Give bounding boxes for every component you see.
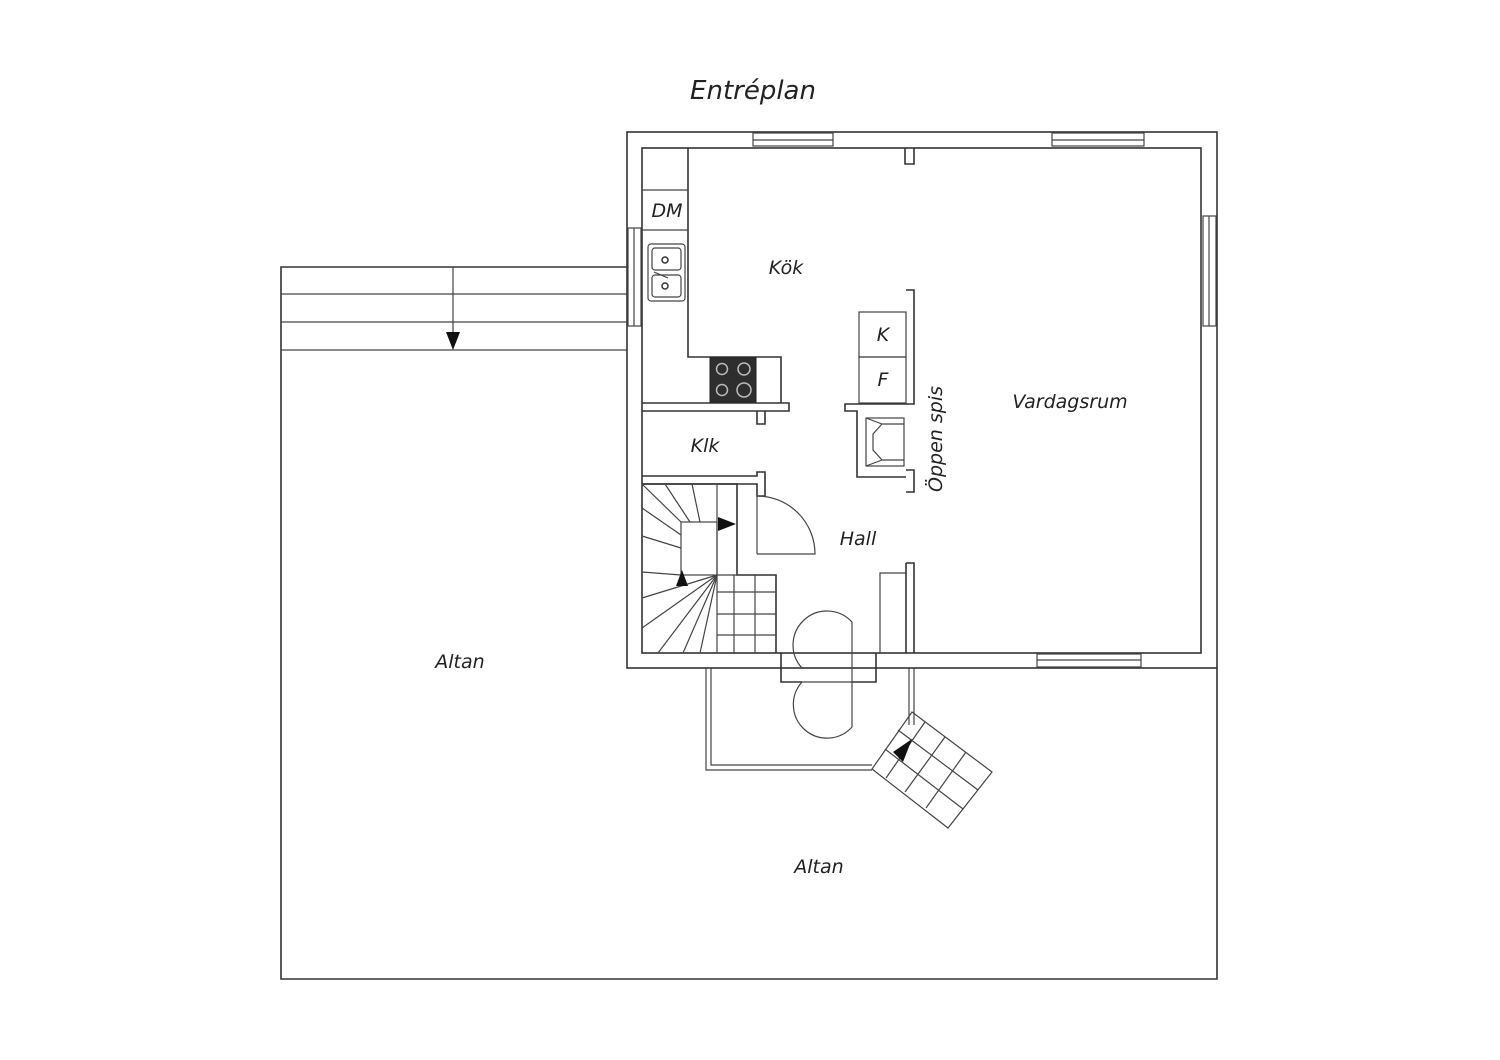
label-vardagsrum: Vardagsrum (1012, 391, 1127, 413)
porch-railing (705, 668, 915, 771)
label-hall: Hall (840, 528, 877, 550)
exterior-walls (626, 131, 1218, 669)
steps-arrow-icon (893, 739, 912, 762)
label-f: F (878, 369, 890, 391)
label-kok: Kök (769, 257, 804, 279)
kitchen-counter (642, 148, 782, 403)
label-k: K (877, 324, 891, 346)
label-altan-bottom: Altan (792, 856, 843, 878)
terrace-step-arrow-icon (446, 332, 460, 350)
windows (627, 132, 1217, 668)
stair-arrow-right-icon (718, 517, 736, 531)
plan-title: Entréplan (690, 76, 816, 106)
exterior-steps (871, 711, 993, 829)
label-klk: Klk (691, 435, 721, 457)
inner-staircase (641, 483, 777, 654)
fireplace-icon (844, 403, 906, 478)
label-altan-left: Altan (433, 651, 484, 673)
terrace-outline (280, 266, 1218, 980)
label-dm: DM (651, 200, 682, 222)
label-oppen-spis: Öppen spis (924, 386, 947, 492)
interior-walls (642, 148, 915, 653)
hall-closet (879, 572, 906, 653)
stair-arrow-up-icon (676, 570, 688, 586)
entrance-door (780, 610, 877, 739)
fridge-freezer (858, 311, 907, 404)
sink-icon (647, 243, 686, 302)
stove-icon (709, 357, 757, 403)
stair-door (756, 495, 816, 555)
